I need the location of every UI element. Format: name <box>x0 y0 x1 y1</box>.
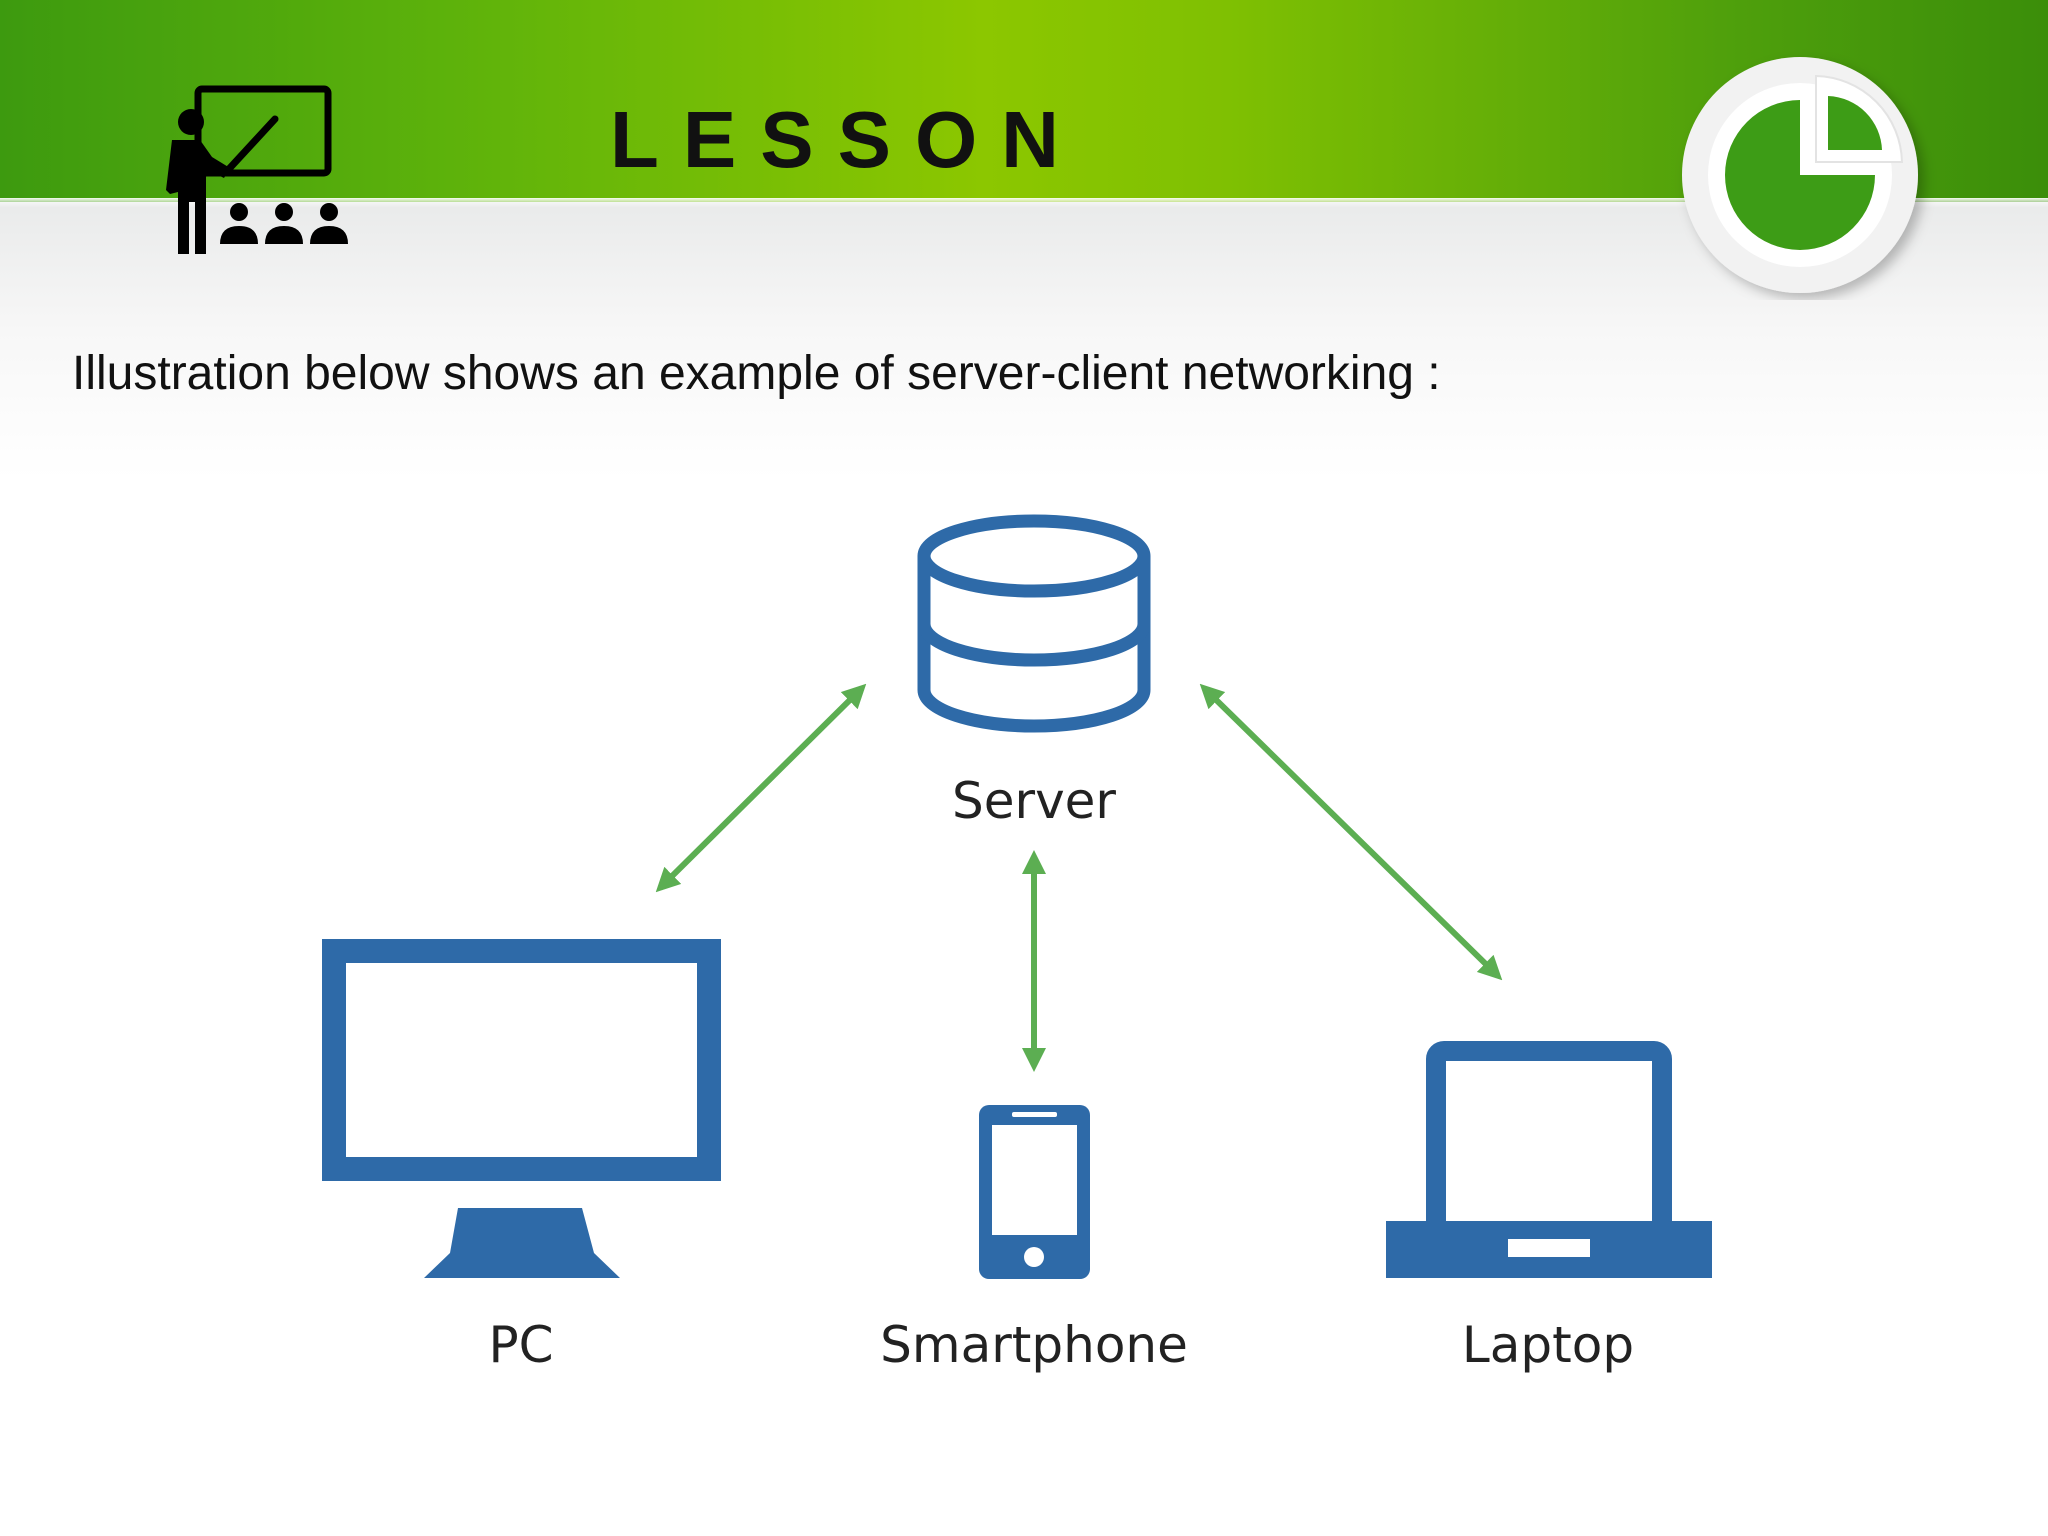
intro-text: Illustration below shows an example of s… <box>72 347 1441 400</box>
smartphone-icon <box>979 1105 1090 1279</box>
smartphone-label: Smartphone <box>880 1316 1188 1374</box>
header-band-edge <box>0 198 2048 208</box>
server-pc-arrow <box>655 683 867 893</box>
laptop-label: Laptop <box>1462 1316 1634 1374</box>
page-title: LESSON <box>610 95 1083 184</box>
laptop-icon <box>1386 1041 1712 1278</box>
server-laptop-arrow <box>1199 683 1503 981</box>
pc-icon <box>322 939 721 1278</box>
pie-chart-logo-icon <box>1682 57 1918 293</box>
server-icon <box>917 514 1151 733</box>
teacher-presentation-icon <box>166 85 348 254</box>
server-label: Server <box>952 772 1116 830</box>
pc-label: PC <box>488 1316 553 1374</box>
